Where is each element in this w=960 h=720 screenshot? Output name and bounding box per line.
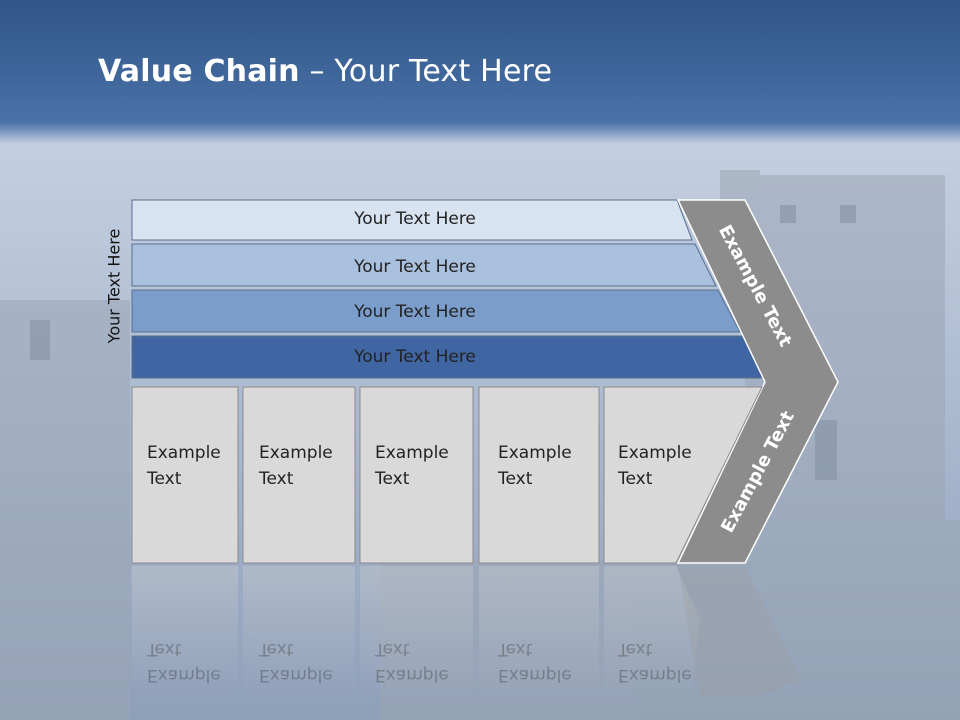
cell-2: [242, 386, 356, 564]
bar-4-label: Your Text Here: [354, 347, 476, 367]
page-title: Value Chain – Your Text Here: [98, 54, 553, 89]
cell-3: [359, 386, 474, 564]
cell-4: [478, 386, 600, 564]
bar-3-label: Your Text Here: [354, 302, 476, 322]
arrow-chevron: [676, 199, 839, 564]
bar-2-label: Your Text Here: [354, 257, 476, 277]
reflection: [132, 566, 800, 696]
bar-1-label: Your Text Here: [354, 209, 476, 229]
bar-2: [131, 243, 717, 287]
bar-3: [131, 289, 741, 333]
cell-1: [131, 386, 239, 564]
bar-1: [131, 199, 693, 241]
cell-5: [603, 386, 763, 564]
